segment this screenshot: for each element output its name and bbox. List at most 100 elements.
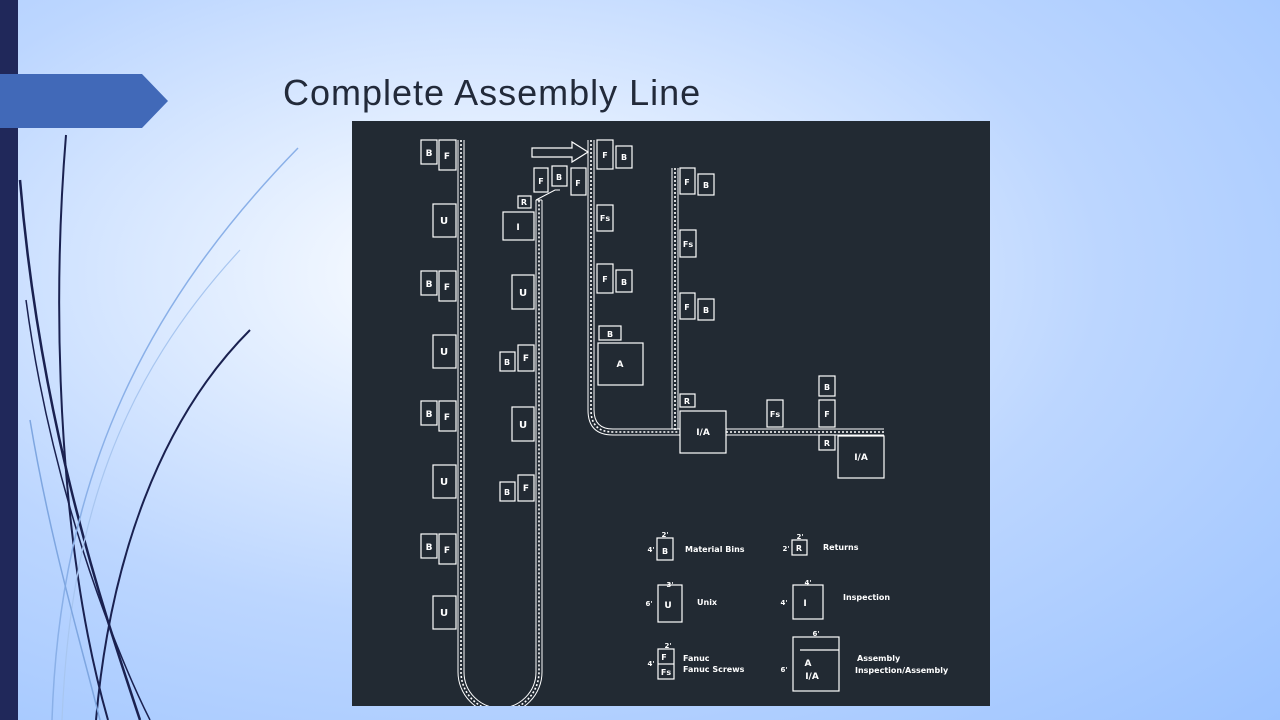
svg-text:F: F [523,354,529,364]
svg-text:6': 6' [812,630,819,638]
station-m6: B F [499,474,535,502]
svg-text:B: B [703,181,709,190]
svg-text:Fanuc: Fanuc [683,654,710,663]
svg-text:B: B [703,306,709,315]
station-m4: B F [499,344,535,372]
station-b3: F [818,399,836,428]
svg-text:R: R [684,397,690,406]
svg-text:Fanuc Screws: Fanuc Screws [683,665,745,674]
station-r3: F B [679,292,715,321]
svg-text:Inspection/Assembly: Inspection/Assembly [855,666,949,675]
legend-fanuc: F Fs 2' 4' Fanuc Fanuc Screws [647,642,745,680]
svg-text:3': 3' [666,581,673,589]
svg-text:U: U [440,477,448,488]
svg-text:I: I [516,223,519,233]
svg-text:F: F [575,179,580,188]
station-l3: B F [420,270,457,302]
station-b2: B [818,375,836,397]
svg-text:4': 4' [804,579,811,587]
conveyor-u-loop [457,140,543,706]
svg-text:F: F [602,151,607,160]
station-l2: U [432,203,457,238]
svg-text:U: U [519,420,527,431]
station-l4: U [432,334,457,369]
svg-text:2': 2' [661,531,668,539]
slide-title: Complete Assembly Line [283,72,702,113]
station-c5: A [597,342,644,386]
svg-text:R: R [521,198,527,207]
station-l7: B F [420,533,457,565]
svg-text:B: B [426,280,433,290]
decorative-swooshes [18,134,299,720]
svg-text:F: F [684,303,689,312]
svg-text:F: F [444,152,450,162]
station-t1: F B F [533,165,587,196]
svg-text:B: B [426,543,433,553]
svg-text:B: B [824,383,830,392]
svg-text:Material Bins: Material Bins [685,545,745,554]
station-l1: B F [420,139,457,171]
svg-text:I/A: I/A [696,428,710,438]
assembly-line-diagram: B F U B F U B F U B F U R I U [352,121,990,706]
title-tab-shape [0,74,168,128]
svg-text:Assembly: Assembly [857,654,901,663]
svg-text:F: F [684,178,689,187]
svg-text:R: R [824,439,830,448]
legend-assembly: A I/A 6' 6' Assembly Inspection/Assembly [780,630,949,692]
station-c1: F B [596,139,633,170]
svg-text:6': 6' [645,600,652,608]
station-l5: B F [420,400,457,432]
svg-text:I: I [803,599,806,609]
svg-text:U: U [440,608,448,619]
svg-text:4': 4' [647,546,654,554]
slide-left-bar [0,0,18,720]
svg-text:B: B [662,547,668,556]
svg-text:6': 6' [780,666,787,674]
svg-text:B: B [426,149,433,159]
svg-text:Fs: Fs [661,668,671,677]
station-c2: Fs [596,204,614,232]
legend-returns: R 2' 2' Returns [782,533,859,556]
station-l6: U [432,464,457,499]
svg-text:Fs: Fs [770,410,780,419]
svg-text:I/A: I/A [805,672,819,682]
svg-text:Unix: Unix [697,598,718,607]
station-m3: U [511,274,535,310]
svg-text:I/A: I/A [854,453,868,463]
station-b5: I/A [837,435,885,479]
conveyor-right [671,168,679,432]
station-m1: R [517,195,532,209]
svg-text:Fs: Fs [683,240,693,249]
svg-text:B: B [504,358,510,367]
legend-unix: U 3' 6' Unix [645,581,718,623]
svg-text:F: F [444,283,450,293]
svg-text:F: F [602,275,607,284]
svg-text:F: F [824,410,829,419]
svg-text:U: U [440,347,448,358]
svg-text:Returns: Returns [823,543,859,552]
svg-text:A: A [805,659,812,669]
svg-text:B: B [621,278,627,287]
svg-text:B: B [621,153,627,162]
conveyor-center [587,140,680,436]
legend-inspection: I 4' 4' Inspection [780,579,890,620]
legend-material-bins: B 2' 4' Material Bins [647,531,745,561]
conveyor-top-link [535,189,560,201]
station-r1: F B [679,167,715,196]
station-b4: R [818,434,836,451]
svg-text:A: A [617,360,624,370]
svg-text:U: U [440,216,448,227]
svg-text:U: U [664,601,671,611]
svg-text:F: F [661,653,666,662]
svg-text:2': 2' [796,533,803,541]
svg-text:B: B [607,330,613,339]
svg-text:2': 2' [782,545,789,553]
conveyor-bottom-right [726,428,884,436]
station-r4: R [679,393,696,408]
svg-text:B: B [556,173,562,182]
svg-text:Fs: Fs [600,214,610,223]
station-r5: I/A [679,410,727,454]
svg-text:B: B [426,410,433,420]
station-m5: U [511,406,535,442]
svg-text:Inspection: Inspection [843,593,890,602]
